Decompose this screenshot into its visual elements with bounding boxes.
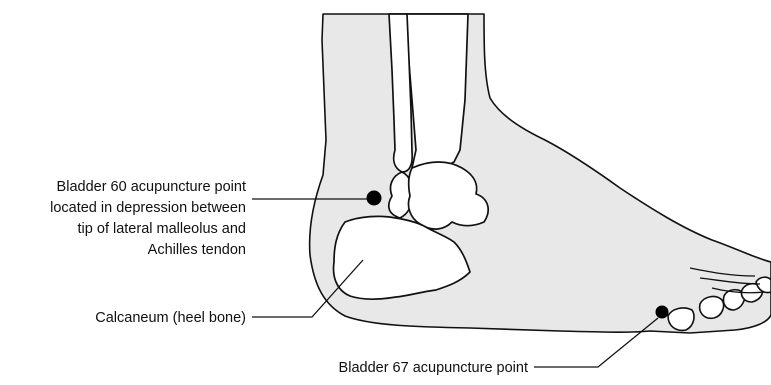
bladder-67-label: Bladder 67 acupuncture point: [339, 360, 528, 376]
bladder-60-label-line-3: tip of lateral malleolus and: [78, 221, 246, 237]
calcaneum-label: Calcaneum (heel bone): [95, 310, 246, 326]
toe-4: [700, 297, 724, 319]
bladder-60-label-line-1: Bladder 60 acupuncture point: [57, 179, 246, 195]
bladder-60-point: [367, 191, 382, 206]
bladder-60-label-line-2: located in depression between: [50, 200, 246, 216]
bladder-60-label-line-4: Achilles tendon: [148, 242, 246, 258]
bladder-67-point: [656, 306, 669, 319]
toe-5: [668, 308, 694, 330]
